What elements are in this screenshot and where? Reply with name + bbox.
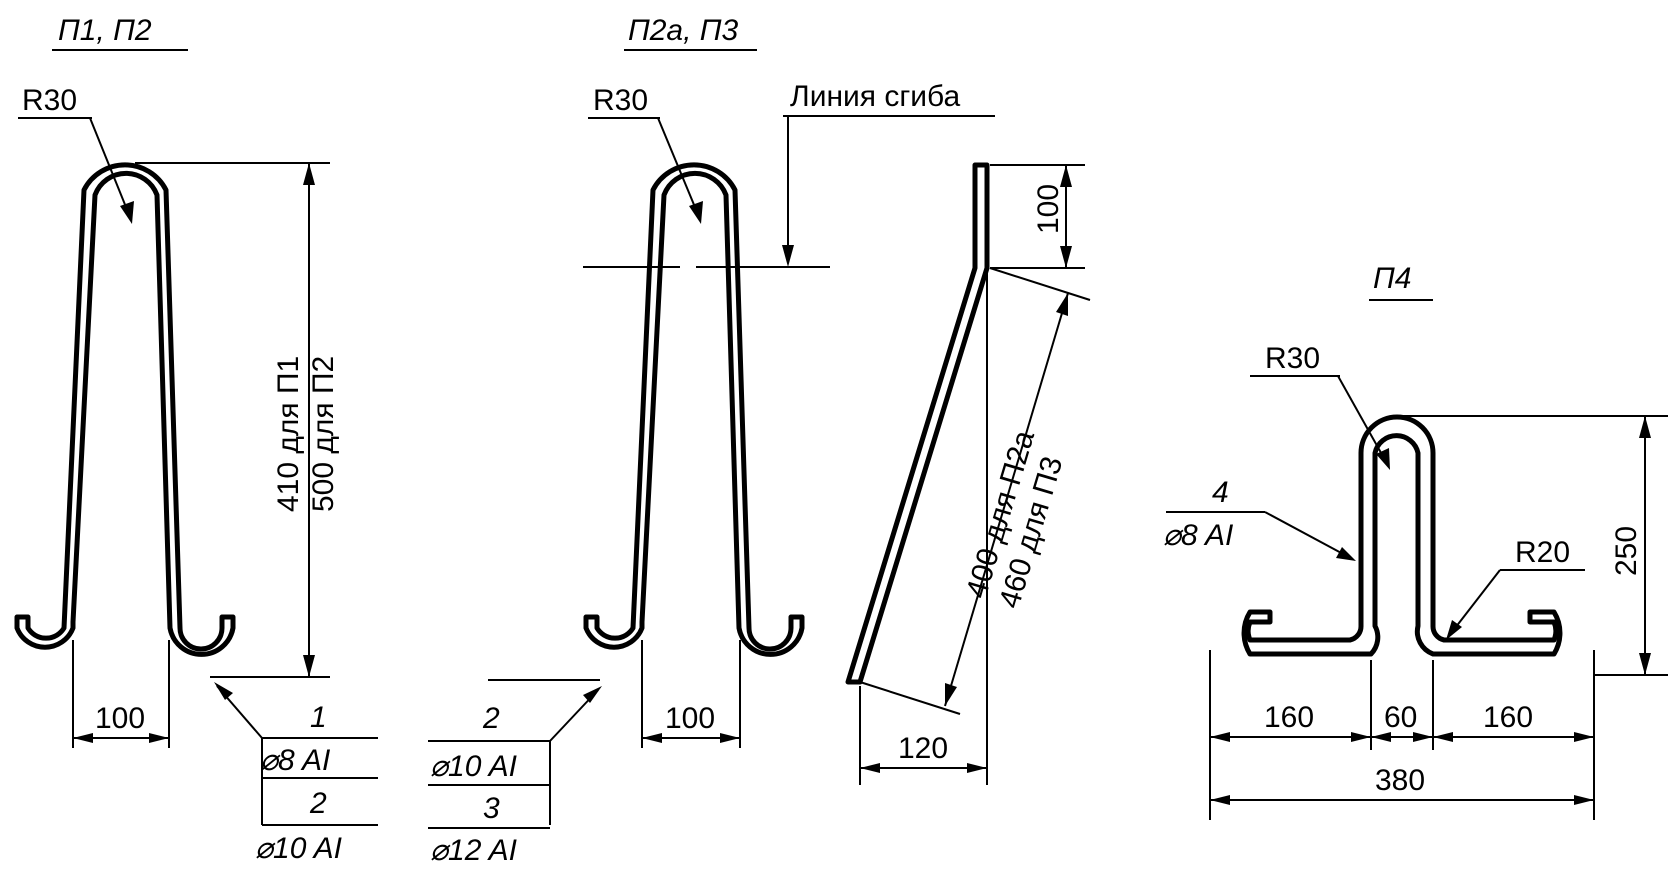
bend-arrowhead (782, 245, 794, 267)
radius-arrowhead (1376, 448, 1390, 470)
arrowhead (73, 733, 93, 743)
radius-label: R30 (22, 84, 77, 117)
title-p2a-p3: П2а, П3 (628, 14, 739, 47)
bent-bar-side (845, 162, 990, 685)
rebar-p4-outer (1241, 414, 1563, 657)
arrowhead (1210, 732, 1230, 742)
arrowhead (1210, 795, 1230, 805)
rebar-shape-outer (14, 162, 236, 657)
arrowhead (945, 683, 957, 706)
position-number: 3 (483, 792, 500, 825)
arrowhead (303, 655, 315, 677)
radius-top-label: R30 (1265, 342, 1320, 375)
dimension-line-inclined (944, 292, 1069, 707)
arrowhead (860, 763, 880, 773)
bend-line-label: Линия сгиба (790, 80, 961, 113)
middle-segment-label: 60 (1384, 701, 1417, 734)
callout-leader (1264, 511, 1346, 556)
right-segment-label: 160 (1483, 701, 1533, 734)
group-p2a-p3: П2а, П3 R30 Линия сгиба 100 2 ⌀10 AI 3 ⌀… (428, 14, 995, 867)
arrowhead (1056, 293, 1068, 316)
radius-label: R30 (593, 84, 648, 117)
rebar-shape-outer (583, 162, 805, 657)
arrowhead (149, 733, 169, 743)
arrowhead (1574, 795, 1594, 805)
position-number: 2 (309, 787, 327, 820)
width-label: 100 (95, 702, 145, 735)
height-label-p2: 500 для П2 (307, 356, 340, 512)
bar-spec: ⌀8 AI (1163, 519, 1233, 552)
arrowhead (303, 163, 315, 185)
position-number: 4 (1212, 476, 1229, 509)
radius-arrowhead (120, 201, 134, 224)
radius-arrowhead (1446, 620, 1462, 640)
extension-line-inclined (989, 267, 1091, 301)
bend-top-label: 100 (1032, 184, 1065, 234)
callout-arrowhead (1336, 547, 1356, 561)
group-p4: П4 R30 4 ⌀8 AI R20 250 (1163, 262, 1668, 820)
callout-arrowhead (583, 686, 602, 703)
arrowhead (720, 733, 740, 743)
bar-spec: ⌀10 AI (430, 750, 517, 783)
arrowhead (1574, 732, 1594, 742)
arrowhead (1371, 732, 1391, 742)
radius-leader (89, 117, 129, 213)
group-side-view: 100 400 для П2а 460 для П3 120 (845, 162, 1091, 785)
radius-arrowhead (689, 201, 703, 224)
arrowhead (1639, 653, 1651, 675)
arrowhead (967, 763, 987, 773)
arrowhead (1060, 246, 1072, 268)
position-number: 2 (482, 702, 500, 735)
radius-side-label: R20 (1515, 536, 1570, 569)
arrowhead (1413, 732, 1433, 742)
height-label-p1: 410 для П1 (272, 356, 305, 512)
title-p4: П4 (1373, 262, 1411, 295)
extension-line-inclined (859, 681, 961, 715)
arrowhead (1060, 165, 1072, 187)
position-number: 1 (310, 701, 327, 734)
bar-spec: ⌀12 AI (430, 834, 517, 867)
left-segment-label: 160 (1264, 701, 1314, 734)
arrowhead (1351, 732, 1371, 742)
group-p1-p2: П1, П2 R30 410 для П1 500 для П2 100 1 ⌀… (14, 14, 378, 865)
height-label: 250 (1610, 526, 1643, 576)
total-width-label: 380 (1375, 764, 1425, 797)
bar-spec: ⌀8 AI (260, 744, 330, 777)
offset-label: 120 (898, 732, 948, 765)
radius-leader (1451, 569, 1501, 633)
arrowhead (1639, 416, 1651, 438)
width-label: 100 (665, 702, 715, 735)
title-p1-p2: П1, П2 (58, 14, 152, 47)
radius-leader (657, 117, 698, 213)
bar-spec: ⌀10 AI (255, 832, 342, 865)
arrowhead (642, 733, 662, 743)
callout-arrowhead (214, 682, 233, 700)
arrowhead (1433, 732, 1453, 742)
